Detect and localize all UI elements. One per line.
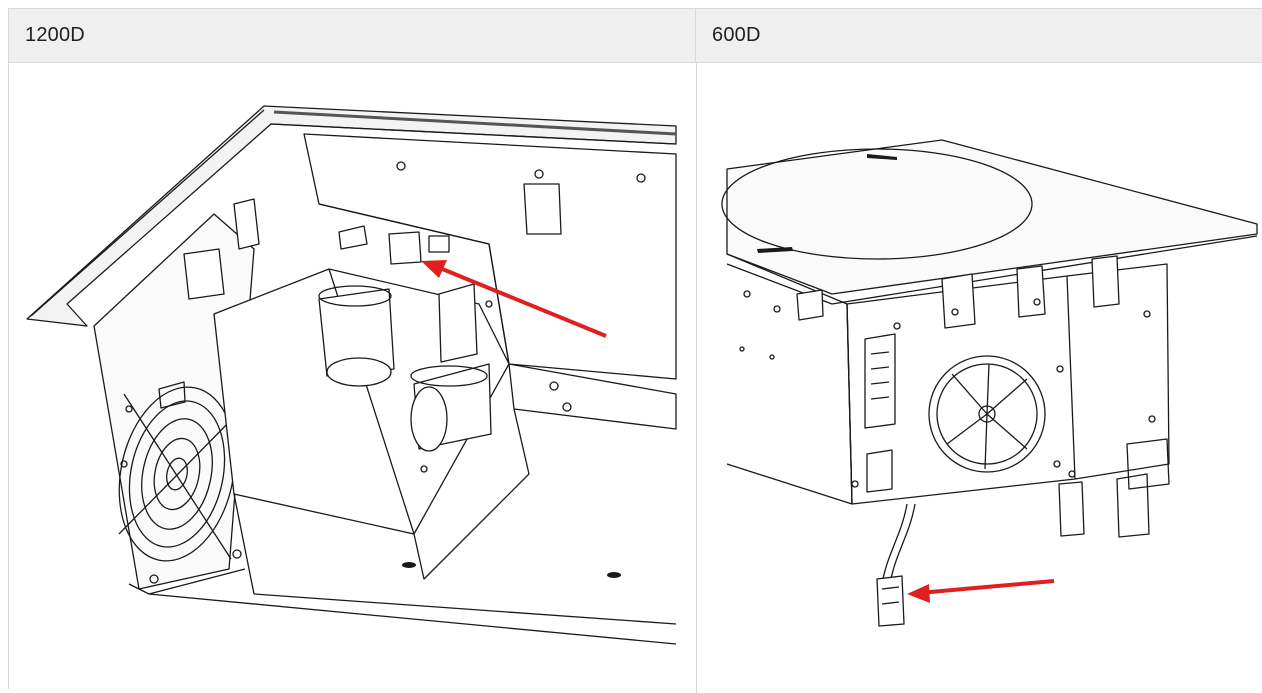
column-header-1200d: 1200D (9, 9, 696, 63)
arrow-1200d (421, 260, 606, 336)
arrow-600d (907, 581, 1054, 603)
unit-1200d-drawing (9, 64, 696, 689)
cell-600d-drawing (697, 64, 1262, 689)
comparison-table: 1200D 600D (8, 8, 1262, 693)
column-header-label: 600D (712, 24, 761, 46)
cell-1200d-drawing (9, 64, 696, 689)
column-header-label: 1200D (25, 24, 85, 46)
column-divider (696, 63, 697, 693)
column-header-600d: 600D (696, 9, 1262, 63)
unit-600d-drawing (697, 64, 1262, 689)
